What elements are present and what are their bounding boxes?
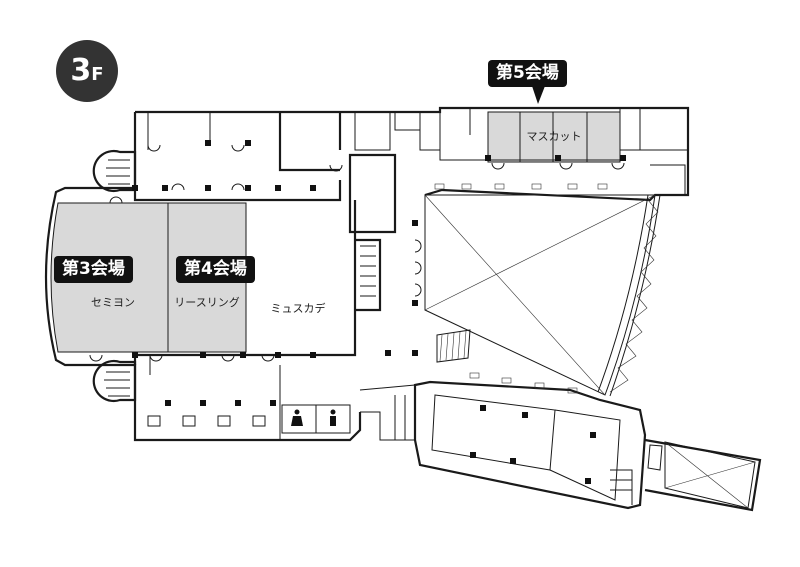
room-label-muscat: マスカット (527, 130, 582, 143)
atrium-outline (424, 194, 656, 396)
stair-tower-upper (92, 149, 137, 193)
floor-number: 3 (70, 53, 92, 88)
structural-columns (132, 140, 626, 484)
hall-label-4: 第4会場 (176, 256, 255, 283)
restroom-icon (291, 409, 336, 426)
hall-label-3: 第3会場 (54, 256, 133, 283)
stairs-icon (436, 329, 471, 363)
hall-label-5: 第5会場 (488, 60, 567, 87)
floor-suffix: F (91, 64, 104, 85)
room-label-riesling: リースリング (174, 295, 239, 309)
hall-5-pointer (532, 86, 545, 104)
outer-wall-main (44, 106, 690, 442)
room-area-muscat (487, 111, 621, 163)
stair-tower-lower (92, 359, 137, 403)
lobby-tables (147, 415, 266, 427)
outer-wall-lower-wing (413, 380, 647, 510)
room-label-semion: セミヨン (91, 296, 135, 309)
room-label-muscadet: ミュスカデ (271, 301, 326, 315)
